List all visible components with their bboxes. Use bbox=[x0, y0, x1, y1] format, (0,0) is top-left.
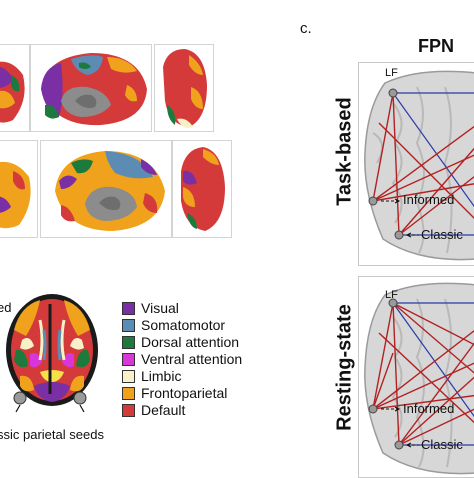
resting-state-lf-label: LF bbox=[385, 289, 398, 301]
legend-label-ventral-attention: Ventral attention bbox=[141, 351, 243, 367]
legend-swatch-visual bbox=[122, 301, 135, 315]
legend-swatch-limbic bbox=[122, 369, 135, 383]
fpn-title: FPN bbox=[418, 36, 454, 56]
legend-item-default: Default bbox=[122, 402, 185, 418]
task-based-classic-label: Classic bbox=[421, 227, 463, 242]
resting-state-classic-label: Classic bbox=[421, 437, 463, 452]
task-based-lf-label: LF bbox=[385, 67, 398, 79]
legend-label-default: Default bbox=[141, 402, 186, 418]
surface-thumb-lateral-left bbox=[0, 44, 30, 132]
surface-thumb-medial-left bbox=[30, 44, 152, 132]
glass-brain-resting-state: LF Informed Classic bbox=[358, 276, 474, 478]
legend-swatch-frontoparietal bbox=[122, 386, 135, 400]
glass-brain-task-based: LF Informed Classic bbox=[358, 62, 474, 266]
surface-thumb-anterior-right bbox=[172, 140, 232, 238]
legend-item-somatomotor: Somatomotor bbox=[122, 317, 225, 333]
glass-brain-resting-state-svg bbox=[364, 282, 474, 475]
legend-swatch-dorsal-attention bbox=[122, 335, 135, 349]
legend-item-dorsal-attention: Dorsal attention bbox=[122, 334, 239, 350]
legend-item-ventral-attention: Ventral attention bbox=[122, 351, 242, 367]
row-label-task-based: Task-based bbox=[333, 97, 356, 206]
surface-thumb-lateral-right bbox=[0, 140, 38, 238]
classic-parietal-seeds-label: ssic parietal seeds bbox=[0, 427, 104, 442]
resting-state-informed-label: Informed bbox=[403, 401, 455, 416]
task-based-informed-label: Informed bbox=[403, 192, 455, 207]
surface-thumb-anterior-left bbox=[154, 44, 214, 132]
legend-item-visual: Visual bbox=[122, 300, 179, 316]
axial-brain-slice bbox=[0, 290, 104, 420]
legend-label-somatomotor: Somatomotor bbox=[141, 317, 226, 333]
legend-label-visual: Visual bbox=[141, 300, 179, 316]
legend-item-limbic: Limbic bbox=[122, 368, 181, 384]
legend-label-frontoparietal: Frontoparietal bbox=[141, 385, 228, 401]
legend-label-limbic: Limbic bbox=[141, 368, 182, 384]
row-label-resting-state: Resting-state bbox=[333, 304, 356, 431]
legend-swatch-somatomotor bbox=[122, 318, 135, 332]
panel-b-partial-label: ed bbox=[0, 300, 12, 315]
glass-brain-task-based-svg bbox=[364, 70, 474, 261]
legend-swatch-default bbox=[122, 403, 135, 417]
legend-item-frontoparietal: Frontoparietal bbox=[122, 385, 227, 401]
surface-thumb-medial-right bbox=[40, 140, 172, 238]
legend-label-dorsal-attention: Dorsal attention bbox=[141, 334, 240, 350]
legend-swatch-ventral-attention bbox=[122, 352, 135, 366]
panel-c-label: c. bbox=[300, 20, 312, 37]
